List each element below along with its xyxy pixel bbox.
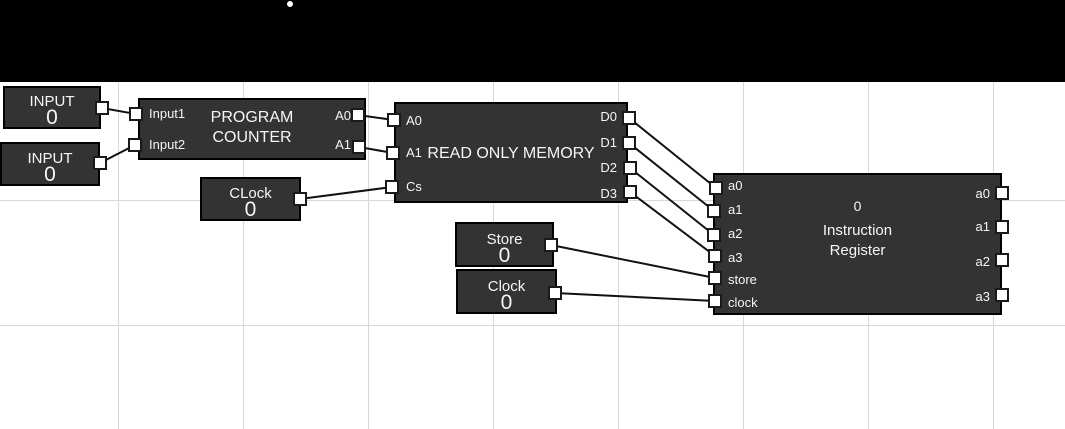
clock1-value: 0 bbox=[244, 198, 257, 221]
instruction-register-value: 0 bbox=[853, 198, 862, 214]
ir-a2-out-port-label: a2 bbox=[975, 254, 990, 269]
rom-a0-port-label: A0 bbox=[406, 113, 422, 128]
ir-store-in-port[interactable] bbox=[708, 271, 722, 285]
store-label: Store bbox=[486, 231, 523, 248]
rom-d2-port[interactable] bbox=[623, 161, 637, 175]
ir-clock-port-label: clock bbox=[728, 295, 758, 310]
wire-rom-d1-to-ir-a1[interactable] bbox=[628, 142, 715, 212]
ir-a3-in-port[interactable] bbox=[708, 249, 722, 263]
ir-a2-in-port[interactable] bbox=[707, 228, 721, 242]
instruction-register-component[interactable]: 0 Instruction Register a0 a1 a2 a3 store… bbox=[713, 173, 1002, 315]
input2-output-port[interactable] bbox=[93, 156, 107, 170]
store-component[interactable]: Store 0 bbox=[455, 222, 554, 267]
wire-store-to-ir-store[interactable] bbox=[550, 244, 716, 279]
clock1-label: CLock bbox=[229, 185, 272, 202]
rom-cs-port-label: Cs bbox=[406, 179, 422, 194]
ir-a0-out-port-label: a0 bbox=[975, 186, 990, 201]
ir-a1-out-port-label: a1 bbox=[975, 219, 990, 234]
wire-clock1-to-rom-cs[interactable] bbox=[299, 186, 393, 200]
ir-a0-in-port-label: a0 bbox=[728, 178, 743, 193]
rom-cs-port[interactable] bbox=[385, 180, 399, 194]
wire-rom-d3-to-ir-a3[interactable] bbox=[629, 191, 716, 257]
ir-a0-in-port[interactable] bbox=[709, 181, 723, 195]
rom-a1-port-label: A1 bbox=[406, 145, 422, 160]
rom-component[interactable]: READ ONLY MEMORY A0 A1 Cs D0 D1 D2 D3 bbox=[394, 102, 628, 203]
instruction-register-title-line1: Instruction bbox=[822, 222, 893, 239]
clock1-output-port[interactable] bbox=[293, 192, 307, 206]
instruction-register-title-line2: Register bbox=[829, 242, 886, 259]
store-output-port[interactable] bbox=[544, 238, 558, 252]
rom-a0-port[interactable] bbox=[387, 113, 401, 127]
input2-component[interactable]: INPUT 0 bbox=[0, 142, 100, 186]
wire-rom-d2-to-ir-a2[interactable] bbox=[629, 167, 715, 236]
rom-d0-port-label: D0 bbox=[600, 109, 617, 124]
input1-component[interactable]: INPUT 0 bbox=[3, 86, 101, 129]
pc-a0-port[interactable] bbox=[351, 108, 365, 122]
clock2-label: Clock bbox=[487, 278, 526, 295]
wire-clock2-to-ir-clock[interactable] bbox=[554, 292, 716, 302]
program-counter-component[interactable]: PROGRAM COUNTER Input1 Input2 A0 A1 bbox=[138, 98, 366, 160]
rom-d0-port[interactable] bbox=[622, 111, 636, 125]
wire-rom-d0-to-ir-a0[interactable] bbox=[628, 117, 717, 189]
pc-input1-port[interactable] bbox=[129, 107, 143, 121]
toolbar bbox=[0, 0, 1065, 82]
program-counter-title: PROGRAM COUNTER bbox=[210, 109, 294, 146]
clock2-value: 0 bbox=[500, 291, 513, 314]
rom-d3-port-label: D3 bbox=[600, 186, 617, 201]
rom-title: READ ONLY MEMORY bbox=[427, 145, 595, 162]
clock2-output-port[interactable] bbox=[548, 286, 562, 300]
input2-value: 0 bbox=[44, 163, 56, 186]
pc-a1-port-label: A1 bbox=[335, 137, 351, 152]
ir-a3-out-port-label: a3 bbox=[975, 289, 990, 304]
ir-a0-out-port[interactable] bbox=[995, 186, 1009, 200]
ir-clock-in-port[interactable] bbox=[708, 294, 722, 308]
pc-input1-port-label: Input1 bbox=[149, 106, 186, 121]
rom-d2-port-label: D2 bbox=[600, 160, 617, 175]
ir-a1-in-port[interactable] bbox=[707, 204, 721, 218]
input1-output-port[interactable] bbox=[95, 101, 109, 115]
ir-a1-in-port-label: a1 bbox=[728, 202, 743, 217]
rom-a1-port[interactable] bbox=[386, 146, 400, 160]
pc-a0-port-label: A0 bbox=[335, 108, 351, 123]
ir-a3-in-port-label: a3 bbox=[728, 250, 743, 265]
pc-input2-port-label: Input2 bbox=[149, 137, 186, 152]
ir-a3-out-port[interactable] bbox=[995, 288, 1009, 302]
input1-value: 0 bbox=[46, 106, 58, 129]
clock2-component[interactable]: Clock 0 bbox=[456, 269, 557, 314]
input2-label: INPUT bbox=[27, 150, 73, 167]
pc-a1-port[interactable] bbox=[352, 140, 366, 154]
rom-d1-port[interactable] bbox=[622, 136, 636, 150]
rom-d1-port-label: D1 bbox=[600, 135, 617, 150]
input1-label: INPUT bbox=[29, 93, 75, 110]
store-value: 0 bbox=[498, 244, 511, 267]
ir-a2-in-port-label: a2 bbox=[728, 226, 743, 241]
cursor-dot bbox=[287, 1, 293, 7]
ir-a1-out-port[interactable] bbox=[995, 220, 1009, 234]
ir-a2-out-port[interactable] bbox=[995, 253, 1009, 267]
pc-input2-port[interactable] bbox=[128, 138, 142, 152]
ir-store-port-label: store bbox=[728, 272, 757, 287]
rom-d3-port[interactable] bbox=[623, 185, 637, 199]
